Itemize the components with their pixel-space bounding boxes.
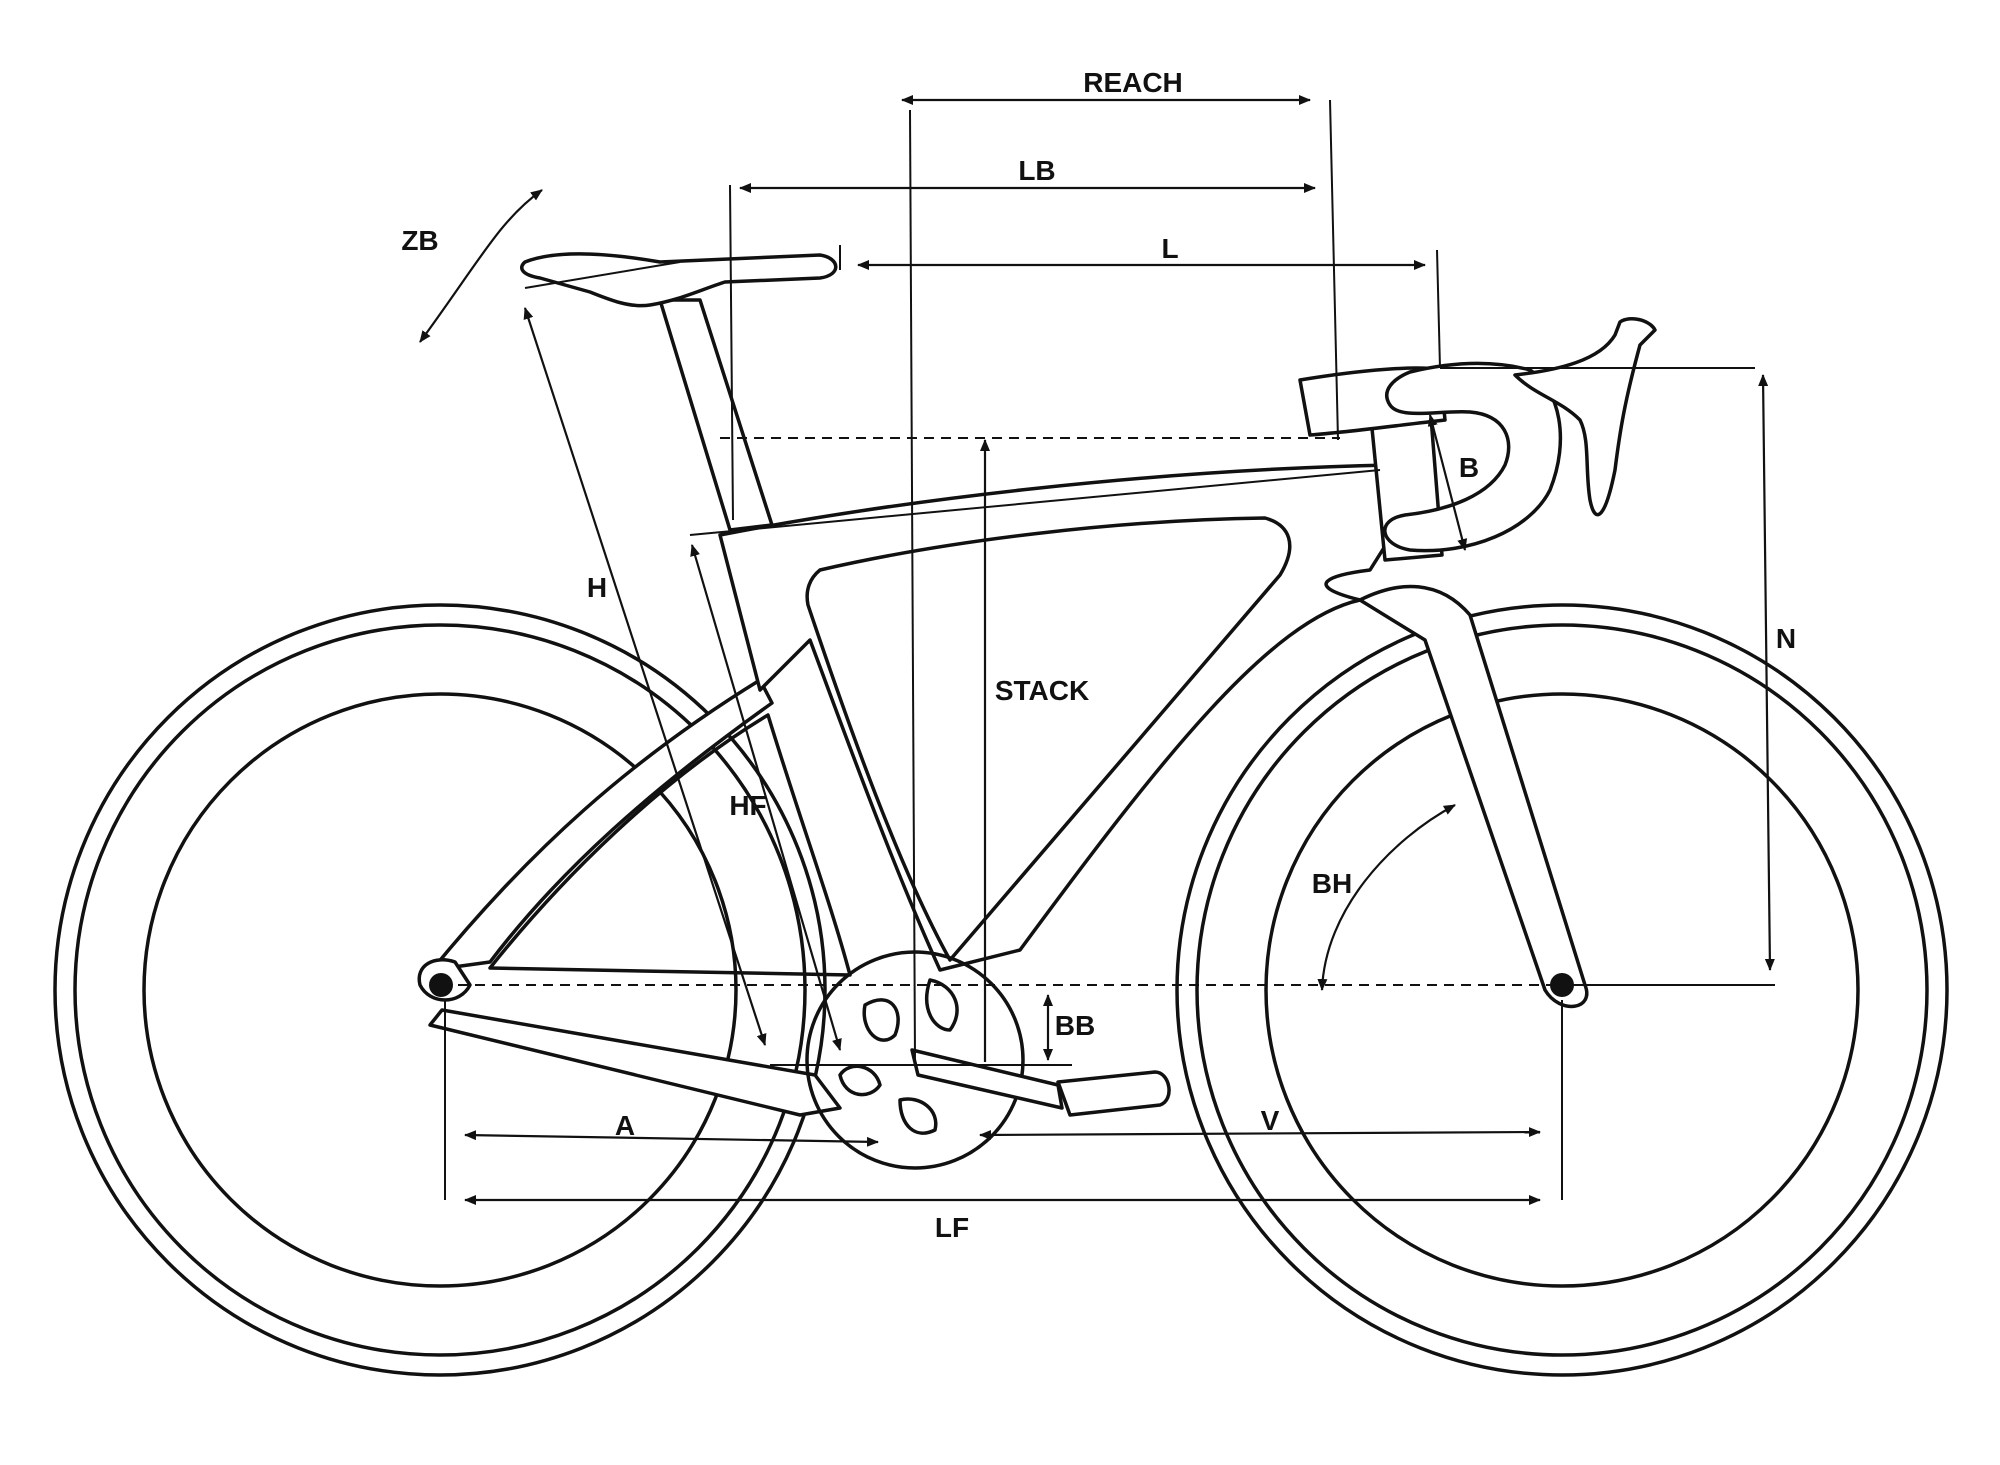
bh-label: BH [1312,868,1352,899]
a-dimension [464,1130,879,1147]
pedal [1056,1070,1171,1117]
zb-label: ZB [401,225,438,256]
reach-end-line [1329,99,1339,441]
v-dimension [979,1127,1541,1140]
crank-arm [910,1048,1064,1110]
hf-dimension [690,544,842,1051]
v-label: V [1261,1105,1280,1136]
lb-label: LB [1018,155,1055,186]
reach-label: REACH [1083,67,1183,98]
b-label: B [1459,452,1479,483]
chainring-window [862,998,900,1042]
l-label: L [1161,233,1178,264]
chain-stay [428,1008,842,1117]
hf-label: HF [729,790,766,821]
saddle-angle-line [524,261,681,289]
bb-label: BB [1055,1010,1095,1041]
stack-label: STACK [995,675,1089,706]
front-tire-outer [1175,603,1949,1377]
front-wheel [1175,603,1949,1377]
zb-angle-arc [419,189,543,343]
h-label: H [587,572,607,603]
chainring-window [925,978,959,1032]
bh-angle-arc [1317,804,1456,991]
chainring-window [898,1097,938,1135]
chainring-window [838,1064,882,1097]
a-label: A [615,1110,635,1141]
fork [1358,584,1589,1008]
b-dimension [1427,414,1468,551]
seat-stay [430,678,774,972]
lf-label: LF [935,1212,969,1243]
seat-post [658,298,774,532]
top-tube-line [689,469,1381,536]
l-end-line [1436,249,1441,369]
front-tire-inner [1195,623,1929,1357]
front-rim [1264,692,1860,1288]
frame-body [718,463,1394,972]
n-dimension [1758,374,1775,971]
n-label: N [1776,623,1796,654]
